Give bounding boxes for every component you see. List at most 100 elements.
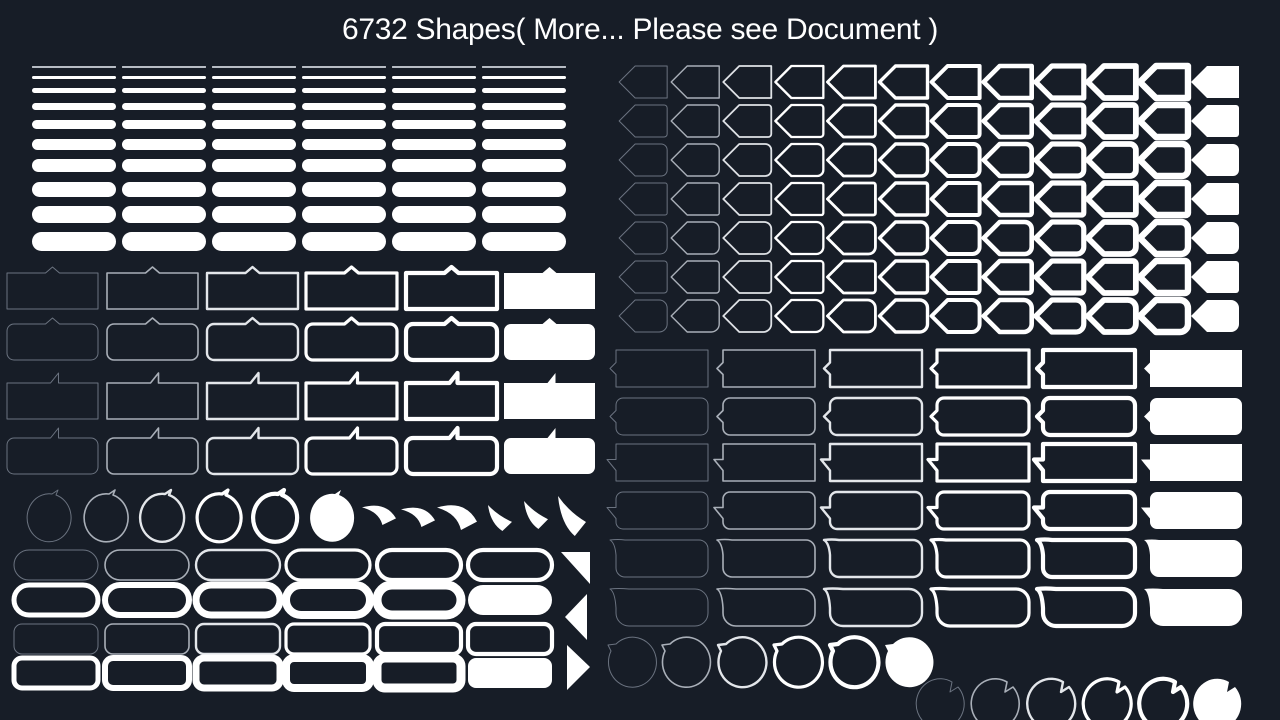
oval-speech-bubble	[1137, 676, 1190, 720]
left-pointer-callouts-group	[606, 347, 1242, 629]
pentagon-tag	[774, 298, 825, 334]
callout-box-left	[713, 491, 816, 530]
pentagon-tag	[1084, 141, 1139, 179]
pentagon-tag	[826, 298, 877, 334]
pentagon-tag	[1033, 102, 1087, 140]
callout-box	[106, 266, 199, 310]
pill-shape	[282, 654, 374, 692]
callout-box-left	[716, 587, 816, 627]
rounded-bar	[32, 66, 116, 68]
pentagon-tag	[1084, 219, 1139, 257]
pill-shape	[102, 582, 192, 618]
triangle-arrow	[567, 645, 590, 690]
callout-box-left	[819, 490, 924, 531]
curved-tail	[558, 496, 586, 536]
pentagon-tag	[877, 259, 930, 295]
oval-speech-bubble	[661, 636, 712, 688]
rounded-bar	[122, 182, 206, 197]
callout-box-left	[716, 397, 816, 436]
pill-shape	[465, 621, 555, 657]
callout-box-left	[1144, 398, 1242, 435]
callout-box-left	[929, 586, 1031, 628]
curved-tail	[524, 501, 548, 529]
pentagon-tag	[981, 258, 1034, 296]
speech-bubble-round	[138, 488, 186, 543]
pill-shape	[374, 621, 464, 657]
pentagon-tags-group	[618, 62, 1239, 336]
pentagon-tag	[1033, 297, 1087, 335]
oval-speech-bubble	[915, 678, 965, 720]
oval-speech-bubble	[1026, 677, 1077, 720]
callout-box	[504, 267, 595, 309]
pentagon-tag	[1033, 63, 1087, 101]
rounded-bar	[302, 206, 386, 223]
pentagon-tag	[1084, 297, 1139, 335]
callout-box	[6, 427, 99, 475]
pentagon-tag	[929, 298, 982, 334]
pentagon-tag	[1136, 218, 1192, 258]
pill-shape	[282, 581, 374, 619]
callout-box-left	[716, 538, 816, 578]
callout-box	[403, 264, 500, 312]
callout-box	[304, 265, 399, 311]
rounded-bar	[392, 139, 476, 150]
rounded-bar	[482, 88, 566, 93]
callout-box	[504, 318, 595, 360]
rounded-bar	[302, 232, 386, 251]
rounded-bar	[392, 103, 476, 110]
pentagon-tag	[774, 64, 825, 100]
callout-box-left	[926, 442, 1031, 483]
pentagon-tag	[1136, 179, 1192, 219]
callout-box-left	[716, 349, 816, 388]
rounded-bar	[482, 206, 566, 223]
triangle-arrow	[565, 594, 587, 640]
callout-box	[504, 428, 595, 474]
rounded-bar	[482, 182, 566, 197]
rounded-bar	[482, 66, 566, 68]
oval-speech-bubble	[1081, 677, 1133, 720]
pentagon-tag	[774, 181, 825, 217]
pentagon-tag	[1136, 296, 1192, 336]
pentagon-tag	[826, 181, 877, 217]
pentagon-tag	[981, 141, 1034, 179]
pentagon-tag	[1136, 101, 1192, 141]
pentagon-tag	[981, 219, 1034, 257]
rounded-bar	[32, 182, 116, 197]
rounded-bar	[32, 120, 116, 129]
callout-box-left	[1144, 539, 1242, 577]
pill-shape	[104, 623, 190, 655]
rounded-bar	[302, 103, 386, 110]
callout-box-left	[1141, 444, 1242, 481]
pentagon-tag	[618, 221, 668, 255]
pill-shape	[11, 655, 101, 691]
pentagon-tag	[722, 221, 773, 255]
pentagon-tag	[826, 220, 877, 256]
pentagon-tag	[618, 299, 668, 333]
callout-box	[106, 372, 199, 420]
callout-box-left	[606, 443, 709, 482]
rounded-bar	[392, 206, 476, 223]
speech-bubble-round	[195, 488, 243, 544]
rounded-bar	[482, 232, 566, 251]
callout-box-left	[1144, 350, 1242, 387]
pentagon-tag	[1136, 257, 1192, 297]
pentagon-tag	[1191, 144, 1239, 176]
pentagon-tag	[877, 142, 930, 178]
rounded-bar	[392, 182, 476, 197]
page-title: 6732 Shapes( More... Please see Document…	[341, 13, 939, 46]
pentagon-tag	[1084, 63, 1139, 101]
callout-box	[205, 371, 300, 421]
pentagon-tag	[774, 103, 825, 139]
pentagon-tag	[929, 181, 982, 217]
callout-box	[106, 427, 199, 475]
rounded-bar	[212, 103, 296, 110]
pill-shape	[192, 654, 284, 692]
top-pointer-callouts-group	[6, 264, 595, 477]
triangle-arrow	[561, 552, 590, 584]
pentagon-tag	[981, 297, 1034, 335]
speech-bubble-round	[83, 489, 129, 543]
oval-speech-bubble	[970, 677, 1020, 720]
callout-box-left	[713, 443, 816, 482]
pentagon-tag	[1033, 180, 1087, 218]
callout-box	[205, 316, 300, 362]
